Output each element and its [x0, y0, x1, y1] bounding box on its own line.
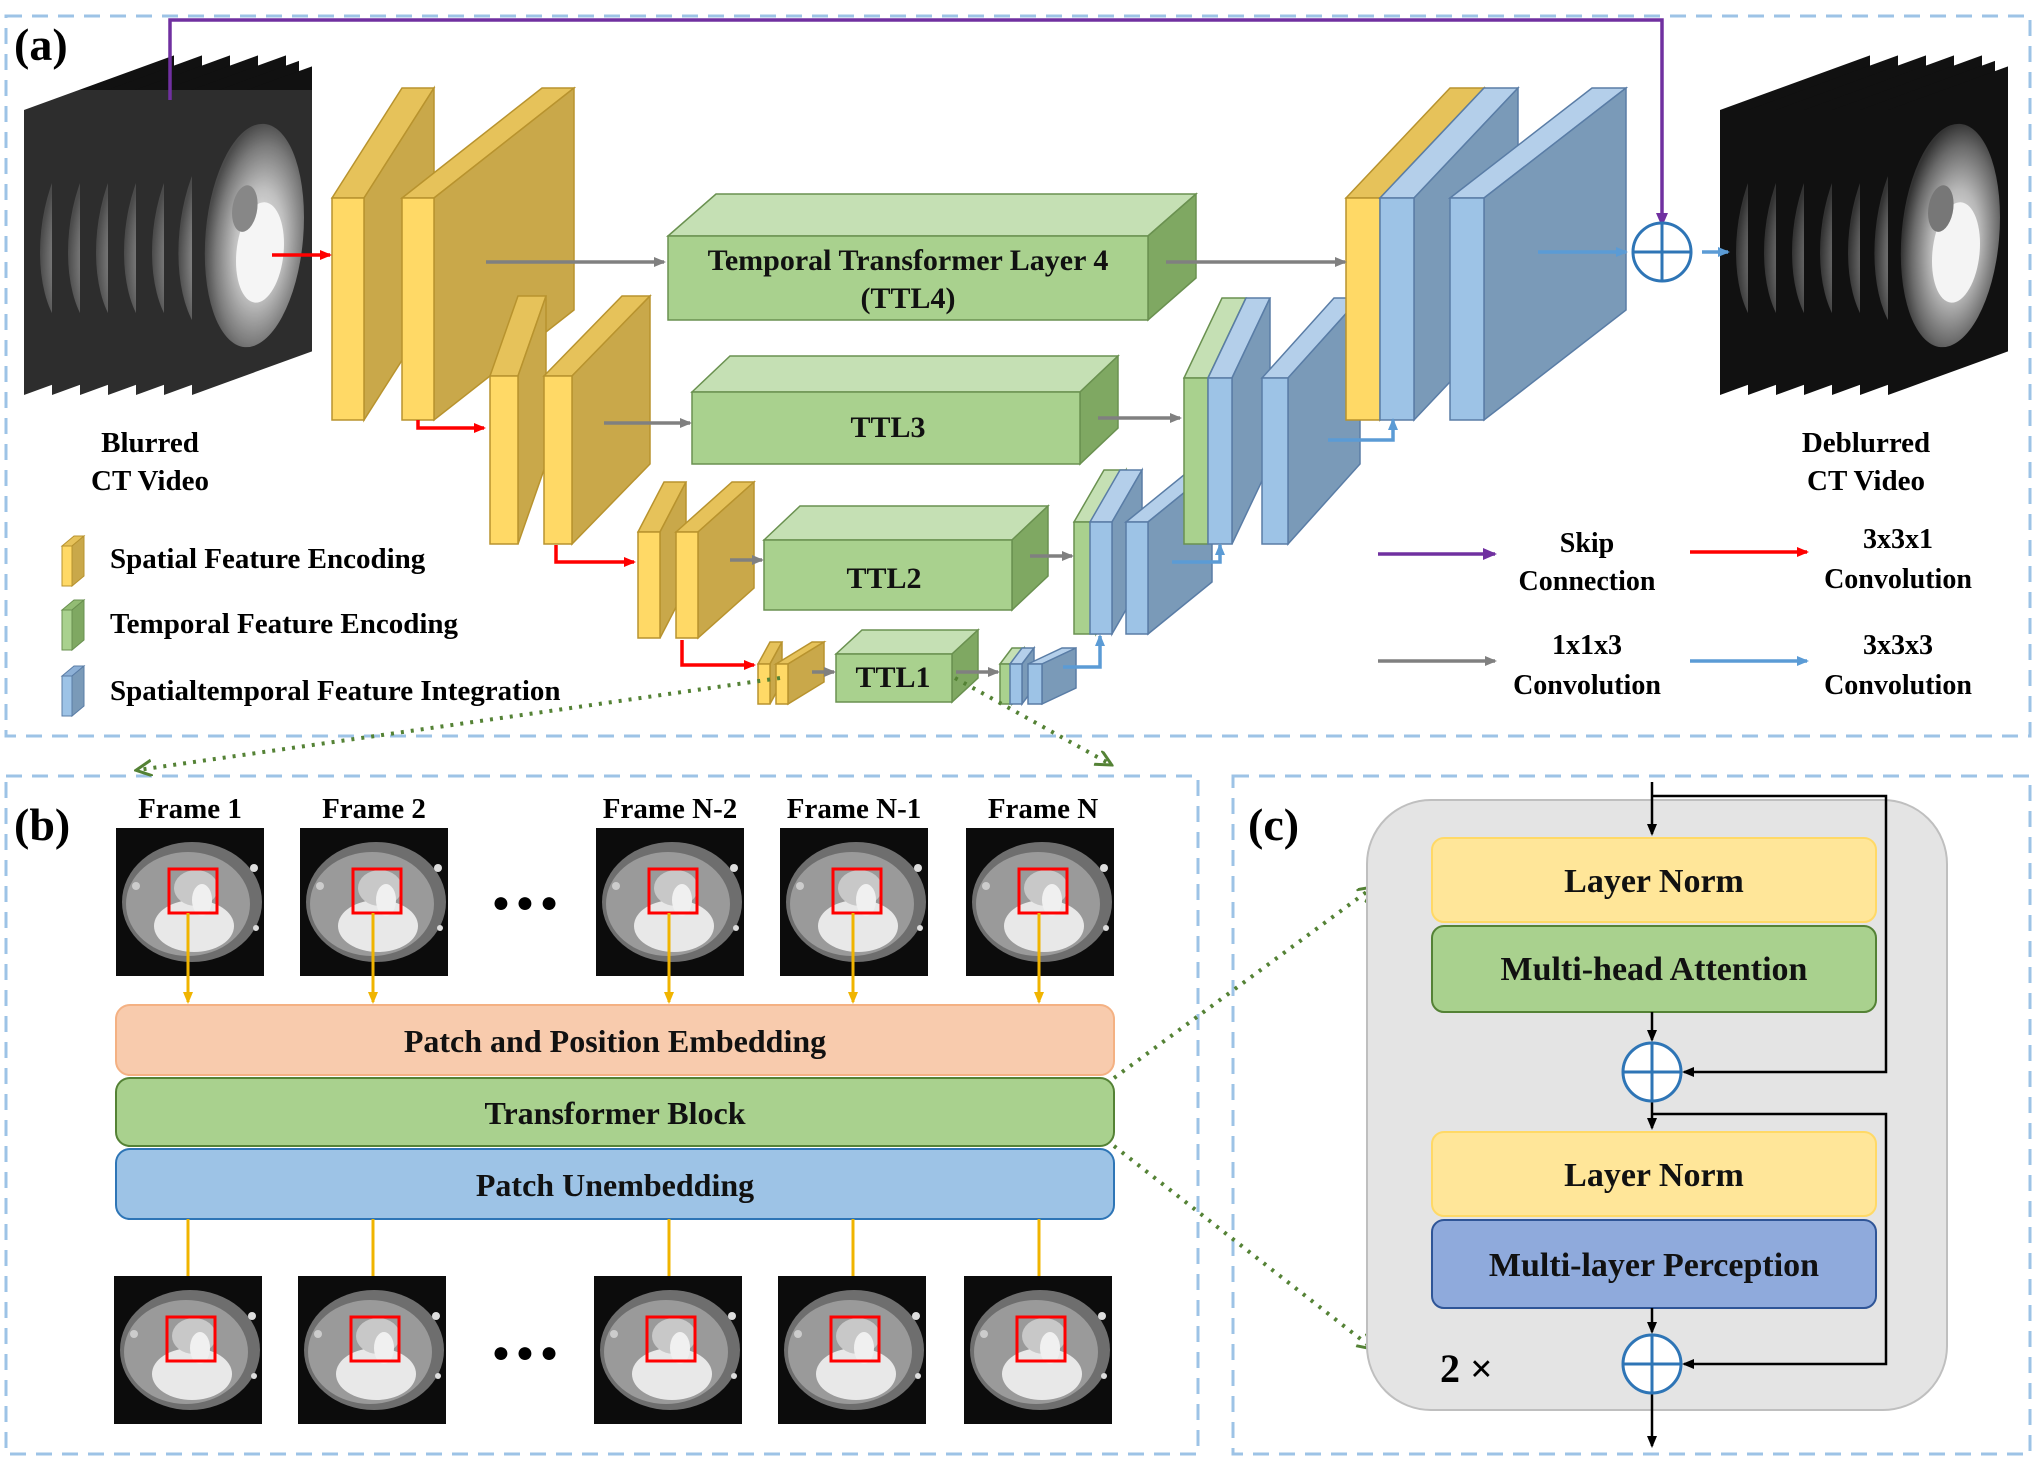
block-enc2-a — [488, 295, 548, 545]
panel-c-border — [1231, 774, 2032, 1456]
attention-box — [1431, 925, 1877, 1013]
legend-conv333-line2: Convolution — [1824, 670, 1972, 701]
block-ttl3 — [690, 354, 1120, 466]
zoom-arrow-left — [138, 676, 781, 770]
frame-label-n-2: Frame N-2 — [603, 793, 737, 825]
patch-embedding-box — [115, 1004, 1115, 1076]
panel-a-label: (a) — [14, 19, 68, 70]
legend-skip-line1: Skip — [1560, 528, 1615, 559]
frame-label-n: Frame N — [988, 793, 1098, 825]
panel-c-label: (c) — [1248, 799, 1299, 850]
attention-label: Multi-head Attention — [1501, 951, 1808, 988]
layer-norm-2-box — [1431, 1131, 1877, 1217]
legend-temporal-label: Temporal Feature Encoding — [110, 608, 459, 640]
repeat-label: 2 × — [1440, 1346, 1493, 1391]
input-label-line1: Blurred — [101, 427, 199, 459]
frame-label-n-1: Frame N-1 — [787, 793, 921, 825]
output-label-line1: Deblurred — [1802, 427, 1930, 459]
ellipsis-top: ●●● — [492, 886, 564, 919]
block-ttl1 — [834, 628, 980, 704]
embed-arrows — [183, 913, 1044, 1004]
zoom-arrow-up — [1112, 888, 1372, 1080]
input-label-line2: CT Video — [91, 465, 209, 497]
block-ttl4 — [666, 192, 1198, 322]
conv113-arrows — [486, 257, 1347, 677]
block-enc4-b — [773, 640, 827, 706]
deblurred-ct-video-stack — [1720, 55, 2008, 396]
ttl4-label-line1: Temporal Transformer Layer 4 — [708, 244, 1109, 277]
block-enc2-b — [542, 294, 652, 546]
encoder-decoder-blocks — [330, 85, 1629, 707]
block-dec3-b2 — [1260, 296, 1362, 546]
legend-conv333-line1: 3x3x3 — [1863, 630, 1933, 661]
residual-paths — [1647, 782, 1888, 1448]
ttl2-label: TTL2 — [846, 562, 921, 595]
layer-norm-1-label: Layer Norm — [1564, 863, 1744, 900]
mlp-label: Multi-layer Perception — [1489, 1247, 1819, 1284]
frame-label-2: Frame 2 — [322, 793, 426, 825]
block-enc3-b — [674, 480, 756, 640]
block-enc4-a — [756, 641, 784, 705]
blurred-ct-video-stack — [20, 55, 320, 420]
panel-a-border — [4, 14, 2032, 738]
residual-sum-node — [1631, 221, 1693, 283]
legend-conv331-line1: 3x3x1 — [1863, 524, 1933, 555]
ttl4-label-line2: (TTL4) — [860, 282, 955, 315]
transformer-block-box — [115, 1077, 1115, 1147]
output-label-line2: CT Video — [1807, 465, 1925, 497]
sum-node-2 — [1621, 1333, 1683, 1395]
legend-spatial — [60, 534, 86, 588]
patch-embedding-label: Patch and Position Embedding — [404, 1023, 826, 1059]
input-frames — [114, 826, 1116, 978]
frame-label-1: Frame 1 — [138, 793, 242, 825]
legend-temporal — [60, 598, 86, 652]
layer-norm-1-box — [1431, 837, 1877, 923]
zoom-arrow-down — [1112, 1144, 1372, 1348]
layer-norm-2-label: Layer Norm — [1564, 1157, 1744, 1194]
ttl1-label: TTL1 — [855, 661, 930, 694]
legend-integration — [60, 664, 86, 718]
transformer-block-label: Transformer Block — [485, 1095, 746, 1131]
conv333-arrows — [1063, 247, 1730, 669]
block-ttl2 — [762, 504, 1050, 612]
legend-conv331-line2: Convolution — [1824, 564, 1972, 595]
patch-unembedding-box — [115, 1148, 1115, 1220]
output-frames — [112, 1274, 1114, 1426]
sum-node-1 — [1621, 1041, 1683, 1103]
ttl3-label: TTL3 — [850, 411, 925, 444]
legend-spatial-label: Spatial Feature Encoding — [110, 543, 426, 575]
skip-connection-arrow — [168, 18, 1668, 227]
panel-b-label: (b) — [14, 799, 70, 850]
block-dec3-b1 — [1206, 297, 1272, 545]
legend-conv113-line2: Convolution — [1513, 670, 1661, 701]
ellipsis-bottom: ●●● — [492, 1336, 564, 1369]
mlp-box — [1431, 1219, 1877, 1309]
block-dec4-b2 — [1447, 86, 1629, 422]
legend-integration-label: Spatialtemporal Feature Integration — [110, 675, 561, 707]
legend-conv113-line1: 1x1x3 — [1552, 630, 1622, 661]
block-dec1-b2 — [1027, 646, 1077, 706]
legend-skip-line2: Connection — [1519, 566, 1656, 597]
conv331-arrows — [272, 250, 756, 670]
patch-unembedding-label: Patch Unembedding — [476, 1167, 754, 1203]
